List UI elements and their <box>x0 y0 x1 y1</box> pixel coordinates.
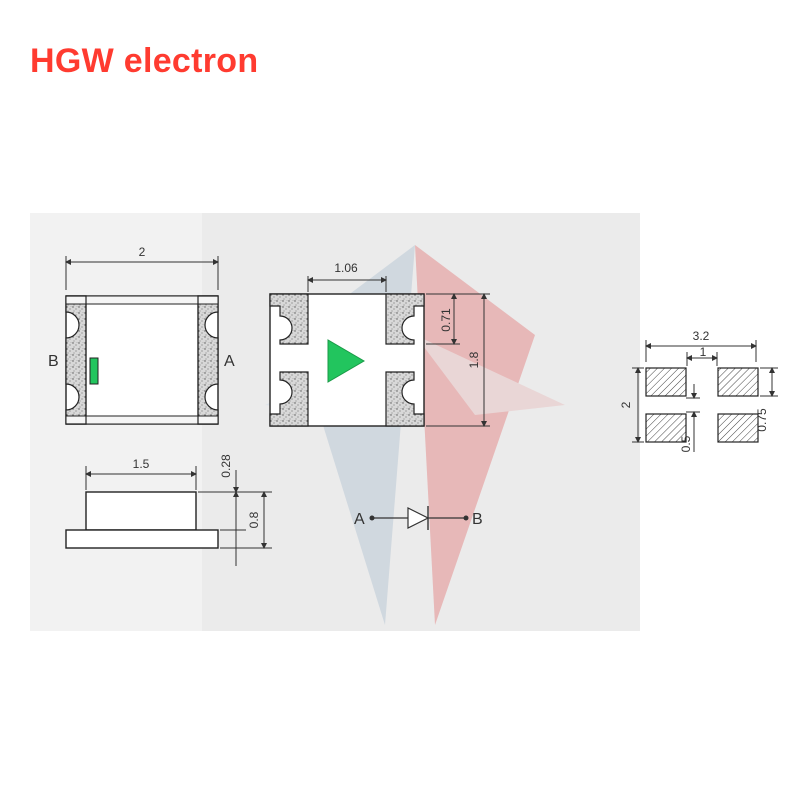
brand-title: HGW electron <box>30 42 259 80</box>
side-view: 1.5 0.28 0.8 <box>65 454 272 566</box>
side-lens-height-label: 0.28 <box>219 454 233 478</box>
top-view: 2 B A <box>48 245 235 425</box>
land-pad-gap-label: 0.5 <box>679 435 693 452</box>
symbol-cathode-label: B <box>472 511 483 528</box>
top-width-label: 2 <box>139 245 146 259</box>
polarity-triangle-icon <box>327 339 365 383</box>
diode-icon <box>407 507 430 529</box>
bottom-pad-gap-label: 1.06 <box>334 261 358 275</box>
symbol-anode-label: A <box>354 511 365 528</box>
land-height-label: 2 <box>619 401 633 408</box>
top-pin-a-label: A <box>224 353 235 370</box>
land-pattern: 3.2 1 2 0.75 0.5 <box>619 329 778 452</box>
bottom-height-label: 1.8 <box>467 351 481 368</box>
led-indicator-icon <box>89 357 99 385</box>
side-total-height-label: 0.8 <box>247 511 261 528</box>
land-pad-height-label: 0.75 <box>755 408 769 432</box>
top-pin-b-label: B <box>48 353 59 370</box>
diode-symbol: A B <box>354 506 483 530</box>
land-gap-label: 1 <box>700 345 707 359</box>
side-width-label: 1.5 <box>133 457 150 471</box>
land-width-label: 3.2 <box>693 329 710 343</box>
bottom-view: 1.06 0.71 1.8 <box>269 261 490 427</box>
bottom-pad-height-label: 0.71 <box>439 308 453 332</box>
